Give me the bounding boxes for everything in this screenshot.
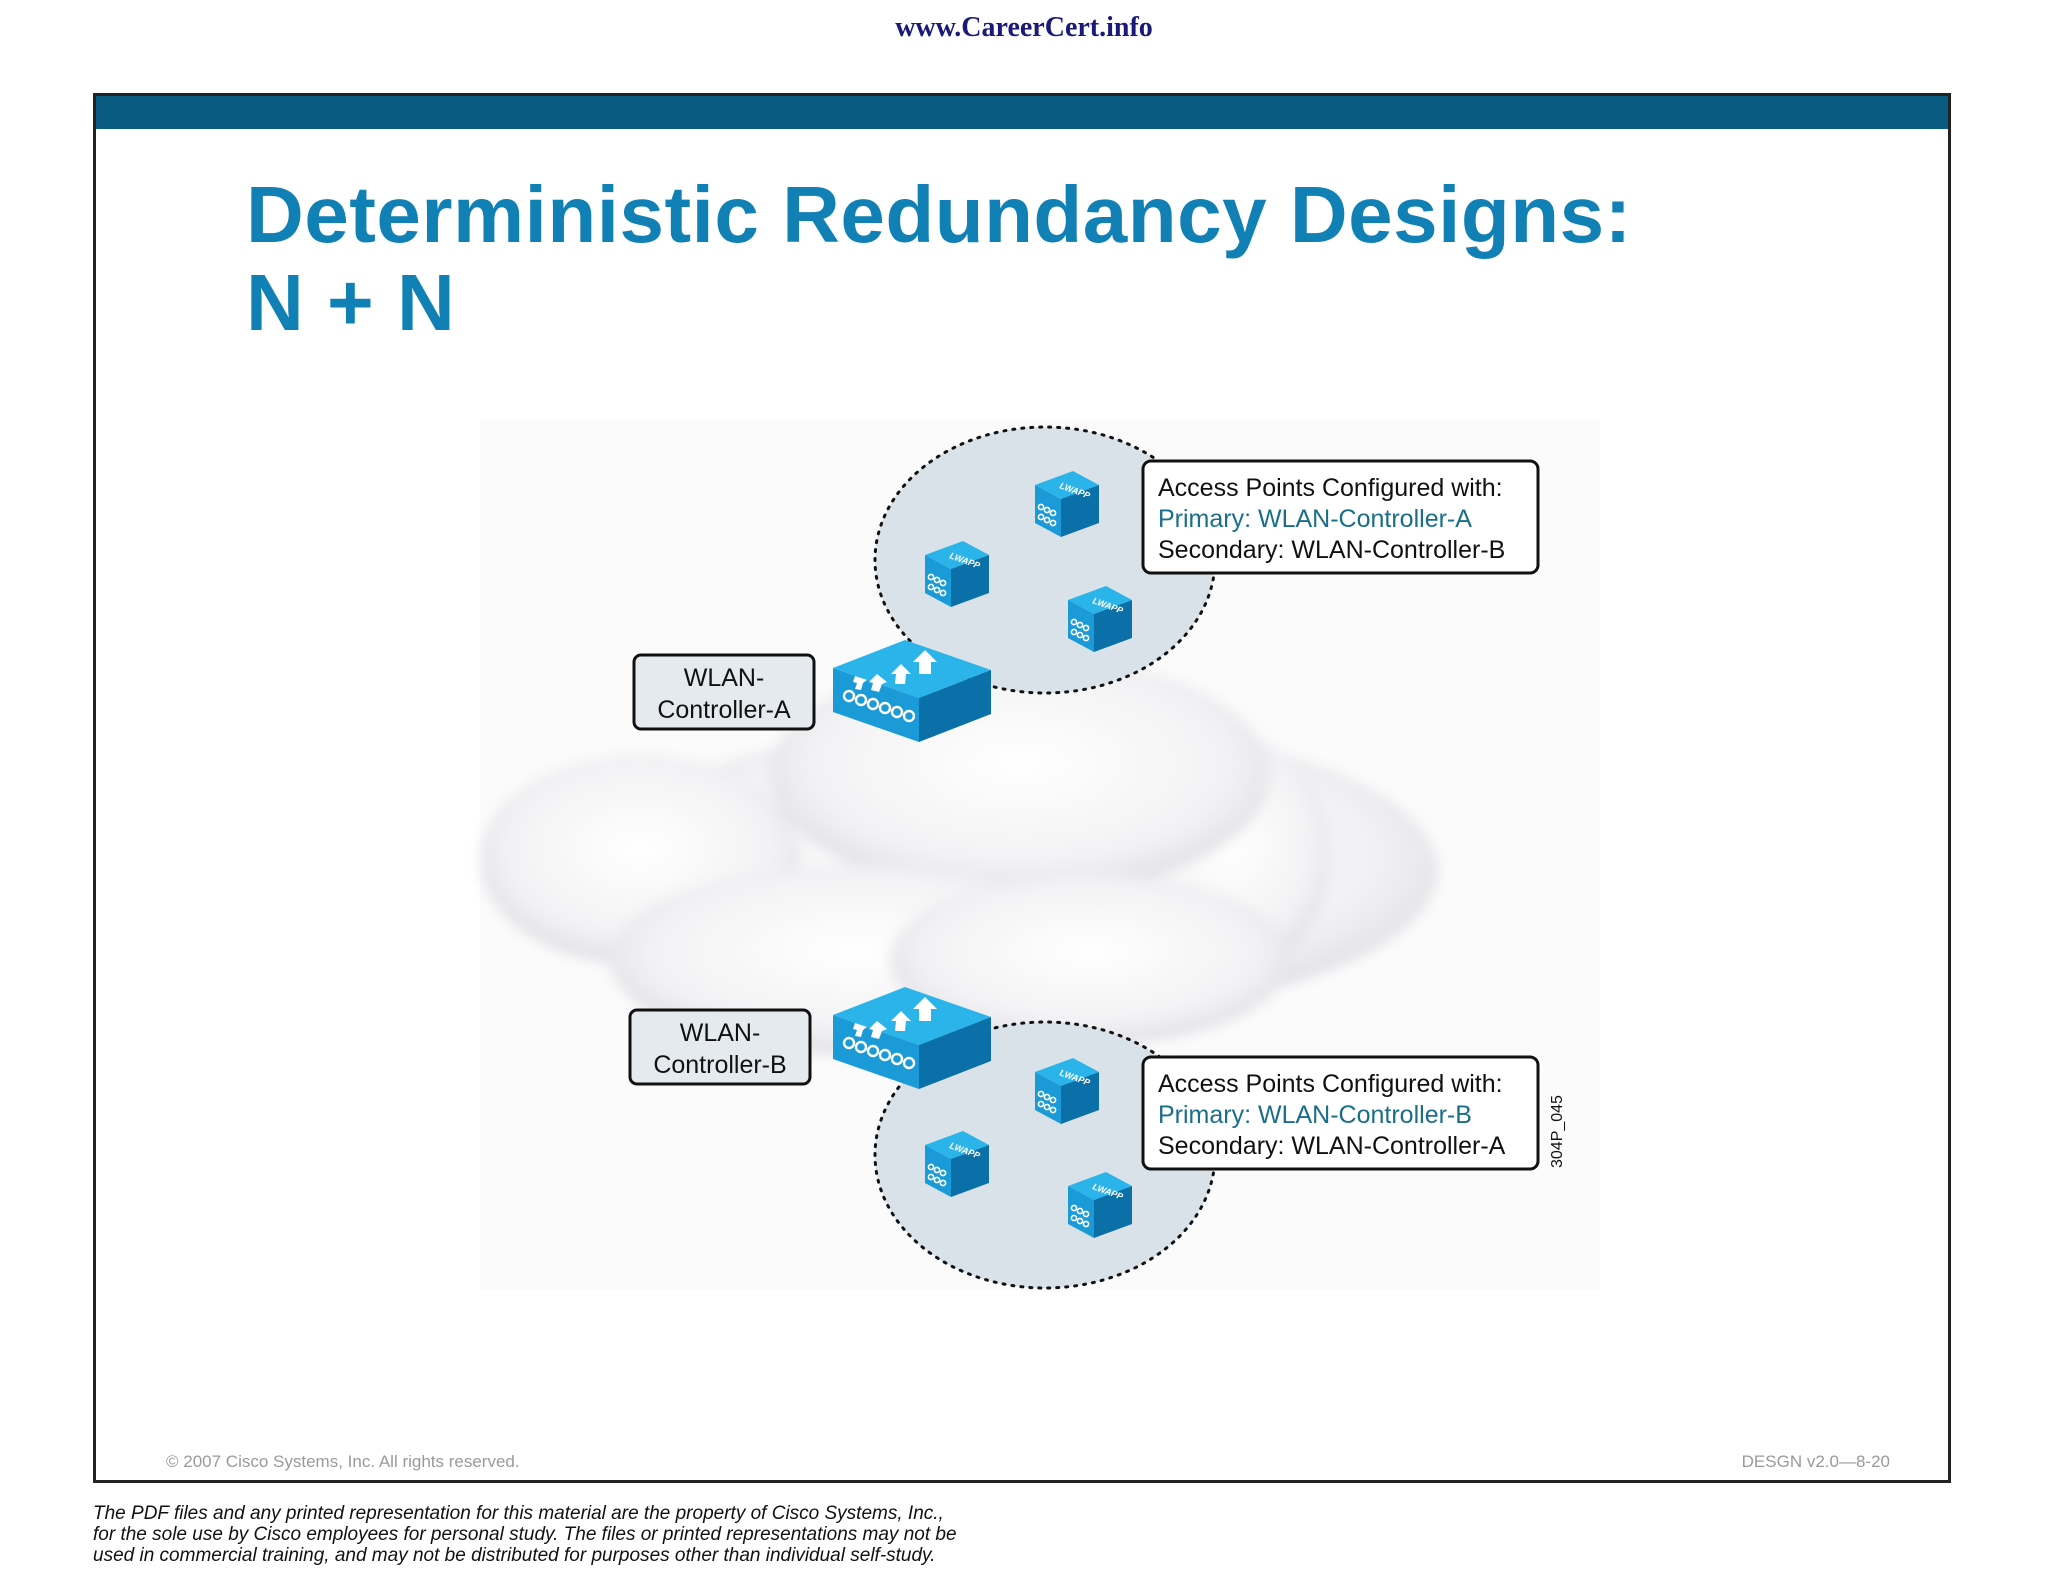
disclaimer-line: used in commercial training, and may not… [93,1545,936,1566]
group-a-primary: Primary: WLAN-Controller-A [1158,505,1472,533]
figure-id: 304P_045 [1549,1095,1566,1168]
controller-a-label: WLAN- Controller-A [632,653,816,731]
controller-b-label-line1: WLAN- [680,1019,761,1047]
site-url[interactable]: www.CareerCert.info [895,12,1153,43]
group-b-heading: Access Points Configured with: [1158,1070,1503,1098]
controller-a-label-line1: WLAN- [684,664,765,692]
title-line-1: Deterministic Redundancy Designs: [246,170,1632,259]
group-b-secondary: Secondary: WLAN-Controller-A [1158,1132,1506,1160]
controller-b-label-line2: Controller-B [653,1051,786,1079]
course-code: DESGN v2.0—8-20 [1741,1452,1890,1471]
network-cloud [480,655,1438,1055]
group-b-primary: Primary: WLAN-Controller-B [1158,1101,1472,1129]
title-line-2: N + N [246,258,456,347]
disclaimer-line: for the sole use by Cisco employees for … [93,1524,957,1545]
ap-group-a-config-callout: Access Points Configured with: Primary: … [1141,459,1540,575]
disclaimer-line: The PDF files and any printed representa… [93,1503,944,1524]
disclaimer: The PDF files and any printed representa… [93,1503,1193,1566]
slide-title: Deterministic Redundancy Designs: N + N [246,171,1632,347]
controller-a-label-line2: Controller-A [657,696,791,724]
group-a-secondary: Secondary: WLAN-Controller-B [1158,536,1505,564]
controller-b-label: WLAN- Controller-B [628,1008,812,1086]
copyright: © 2007 Cisco Systems, Inc. All rights re… [166,1452,520,1471]
ap-group-b-config-callout: Access Points Configured with: Primary: … [1141,1055,1540,1171]
group-a-heading: Access Points Configured with: [1158,474,1503,502]
slide-header-bar [96,96,1948,129]
